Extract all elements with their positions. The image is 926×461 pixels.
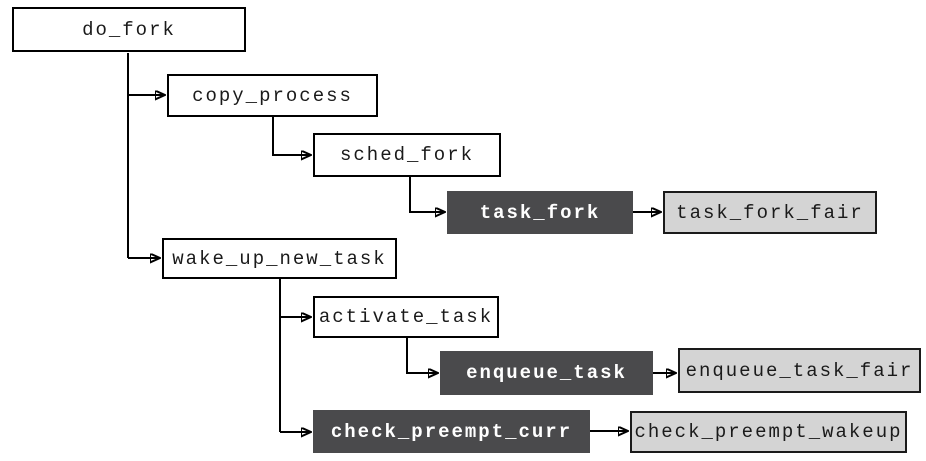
node-enqueue-task: enqueue_task [440, 351, 653, 395]
node-enqueue-task-fair: enqueue_task_fair [678, 348, 921, 393]
edge-copy-process-sched-fork [272, 117, 310, 155]
node-task-fork: task_fork [447, 191, 633, 234]
node-sched-fork: sched_fork [313, 133, 501, 177]
node-activate-task: activate_task [313, 296, 499, 338]
node-wake-up-new-task: wake_up_new_task [162, 238, 397, 279]
edge-activate-task-enqueue-task [406, 338, 437, 373]
node-check-preempt-curr: check_preempt_curr [313, 410, 590, 453]
node-check-preempt-wakeup: check_preempt_wakeup [630, 411, 907, 453]
node-copy-process: copy_process [167, 74, 378, 117]
node-do-fork: do_fork [12, 7, 246, 52]
node-task-fork-fair: task_fork_fair [663, 191, 877, 234]
edge-sched-fork-task-fork [409, 177, 444, 212]
